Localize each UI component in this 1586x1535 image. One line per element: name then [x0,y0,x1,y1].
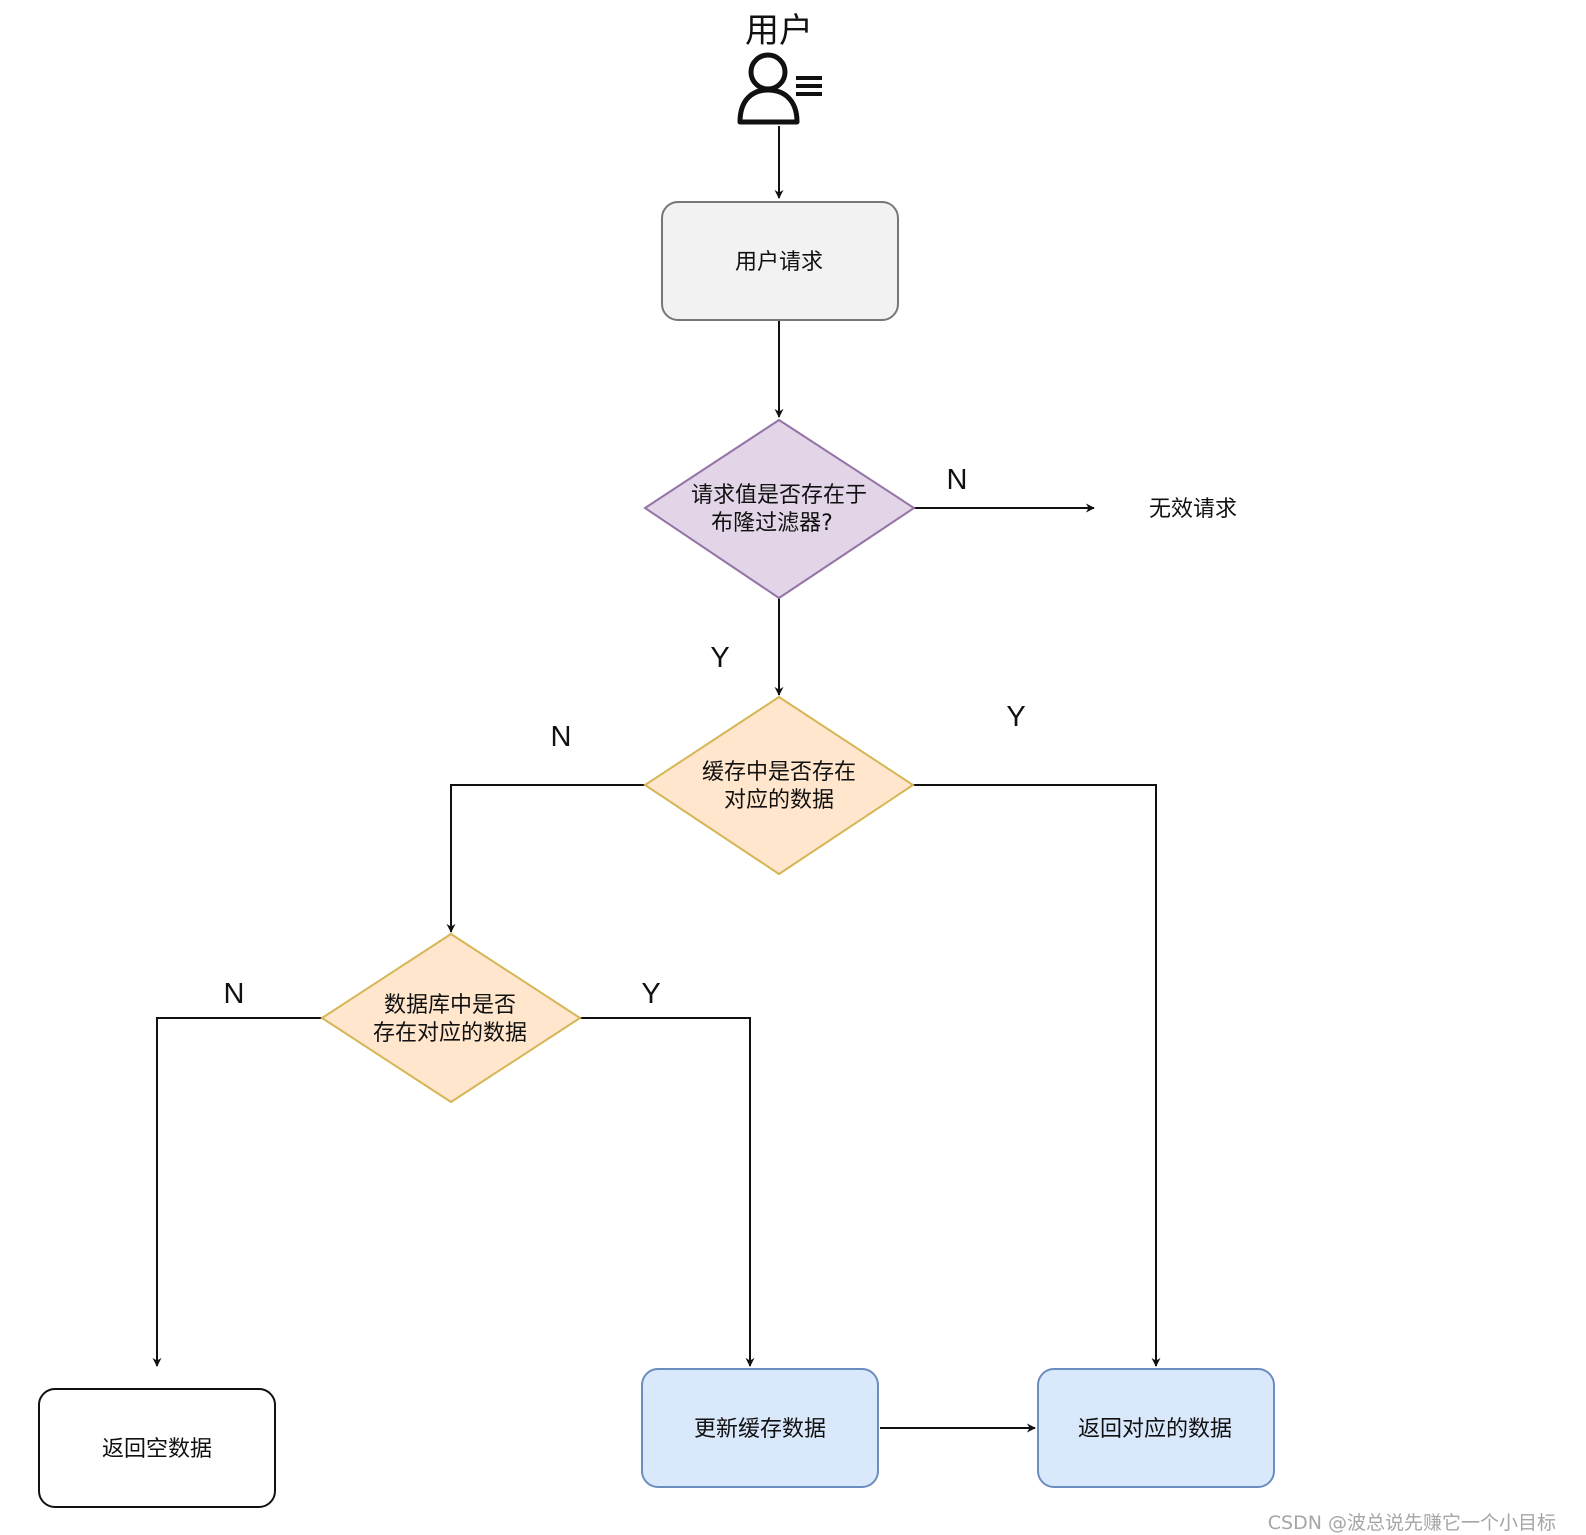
node-user-request-shape [661,201,899,321]
node-bloom-check-line-1: 请求值是否存在于 [691,483,867,508]
node-return-empty-label: 返回空数据 [102,1437,212,1462]
node-db-check-line-1: 数据库中是否 [384,993,516,1018]
node-cache-check: 缓存中是否存在 对应的数据 [643,695,915,876]
node-cache-check-line-1: 缓存中是否存在 [702,760,856,785]
node-cache-check-shape [643,695,915,876]
node-bloom-check-line-2: 布隆过滤器? [711,511,833,536]
node-invalid-request: 无效请求 [1149,497,1237,522]
node-user-request-label: 用户请求 [735,250,823,275]
edge-db-to-return-empty [152,1017,322,1367]
node-update-cache-label: 更新缓存数据 [694,1417,826,1442]
node-db-check: 数据库中是否 存在对应的数据 [320,932,582,1104]
node-return-empty-shape [38,1388,276,1508]
edge-label-cache-yes: Y [1006,701,1025,733]
node-user-request: 用户请求 [661,201,899,321]
node-return-data-shape [1037,1368,1275,1488]
node-return-data-label: 返回对应的数据 [1078,1417,1232,1442]
user-icon [737,52,822,125]
edge-cache-to-return-data [913,784,1161,1367]
node-bloom-check-shape [643,418,916,600]
user-actor-title: 用户 [745,11,813,51]
edge-db-to-update-cache [580,1017,755,1367]
node-db-check-shape [320,932,582,1104]
edge-cache-to-db [446,784,645,933]
node-update-cache: 更新缓存数据 [641,1368,879,1488]
node-return-data: 返回对应的数据 [1037,1368,1275,1488]
watermark: CSDN @波总说先赚它一个小目标 [1267,1512,1556,1534]
edge-label-db-yes: Y [641,978,660,1010]
node-return-empty: 返回空数据 [38,1388,276,1508]
edge-label-bloom-no: N [947,464,968,496]
edge-label-cache-no: N [551,721,572,753]
node-cache-check-line-2: 对应的数据 [724,788,834,813]
edge-label-db-no: N [224,978,245,1010]
node-db-check-line-2: 存在对应的数据 [373,1021,527,1046]
node-update-cache-shape [641,1368,879,1488]
edge-label-bloom-yes: Y [710,642,729,674]
node-bloom-check: 请求值是否存在于 布隆过滤器? [643,418,916,600]
